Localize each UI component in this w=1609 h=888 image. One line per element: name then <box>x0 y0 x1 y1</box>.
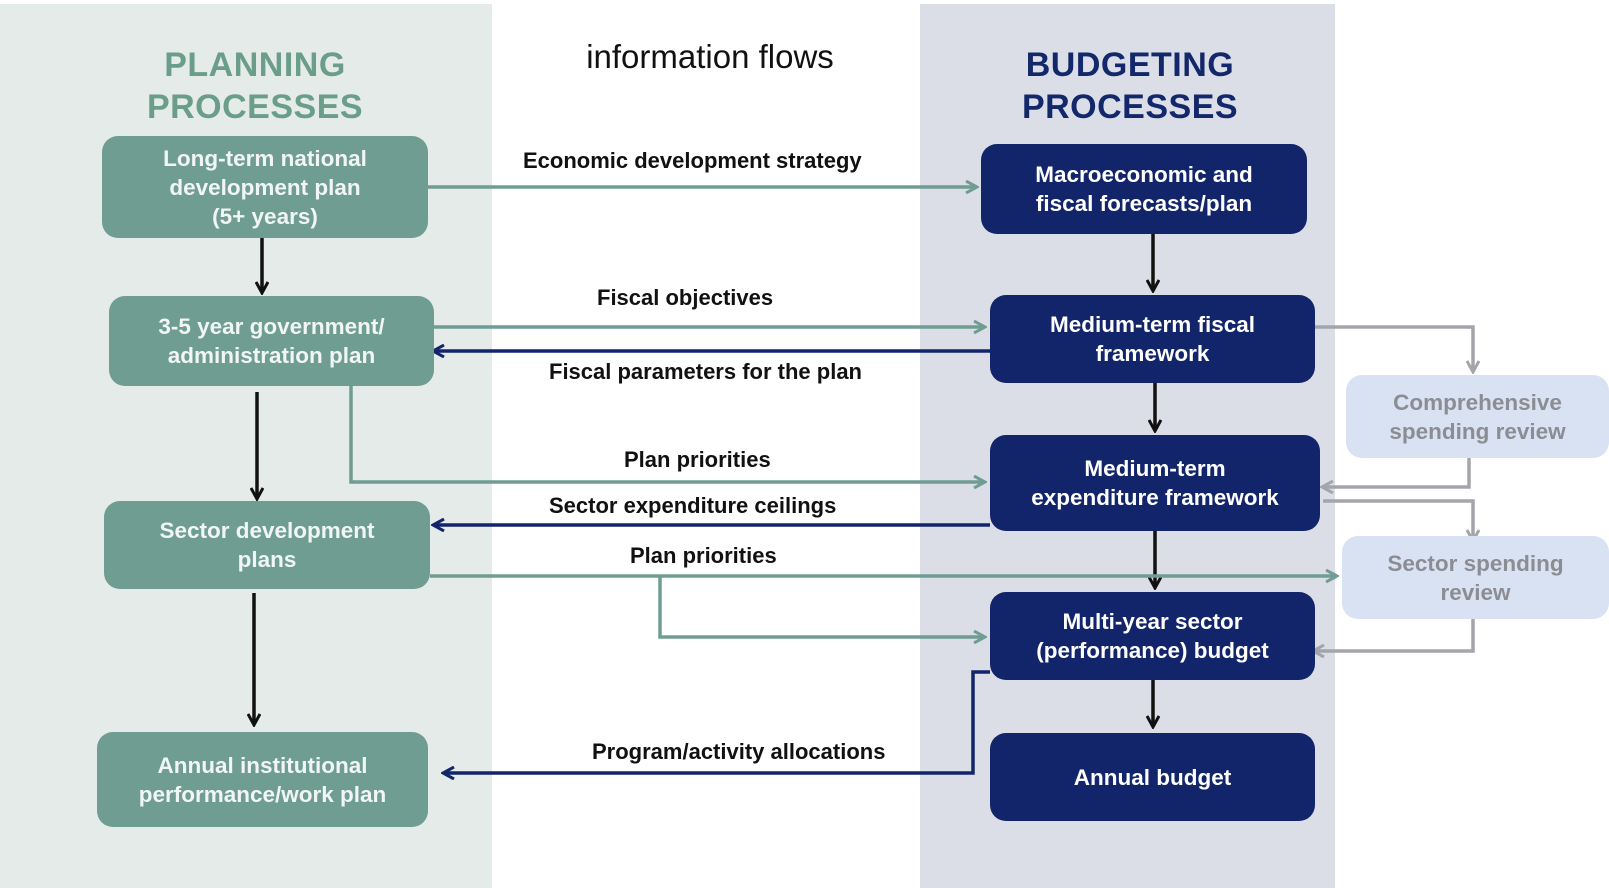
box-line: Long-term national <box>163 145 367 171</box>
box-line: expenditure framework <box>1031 485 1279 510</box>
flow-label-plan-priorities-1: Plan priorities <box>624 447 771 472</box>
box-line: plans <box>237 547 297 572</box>
box-line: Annual budget <box>1073 764 1232 790</box>
macroeconomic-box: Macroeconomic and fiscal forecasts/plan <box>981 144 1307 234</box>
box-line: 3-5 year government/ <box>158 314 385 339</box>
medium-term-expenditure-box: Medium-term expenditure framework <box>990 435 1320 531</box>
arrow-sector-review-to-multiyear <box>1314 618 1475 651</box>
arrow-comprehensive-to-mtef <box>1323 456 1471 487</box>
planning-heading-line: PROCESSES <box>146 88 364 126</box>
budgeting-heading-line: BUDGETING <box>1025 46 1235 84</box>
government-plan-box: 3-5 year government/ administration plan <box>109 296 434 386</box>
information-flows-heading: information flows <box>586 38 834 75</box>
box-line: spending review <box>1389 418 1566 444</box>
comprehensive-review-box: Comprehensive spending review <box>1346 375 1609 458</box>
budgeting-heading: BUDGETING PROCESSES <box>965 44 1295 128</box>
annual-budget-box: Annual budget <box>990 733 1315 821</box>
box-line: Sector spending <box>1387 550 1564 576</box>
annual-institutional-box: Annual institutional performance/work pl… <box>97 732 428 827</box>
planning-heading: PLANNING PROCESSES <box>90 44 420 128</box>
box-line: Medium-term <box>1084 456 1226 481</box>
arrow-plan-priorities-1 <box>349 386 984 482</box>
multi-year-budget-box: Multi-year sector (performance) budget <box>990 592 1315 680</box>
arrow-plan-priorities-branch <box>658 576 984 637</box>
arrow-program-allocations <box>444 670 990 773</box>
box-line: (5+ years) <box>212 203 318 229</box>
box-line: Multi-year sector <box>1062 609 1243 634</box>
box-line: Sector development <box>159 518 375 543</box>
box-line: Comprehensive <box>1393 389 1562 415</box>
box-line: fiscal forecasts/plan <box>1035 191 1253 216</box>
flow-label-fiscal-objectives: Fiscal objectives <box>597 285 774 310</box>
flow-label-fiscal-parameters: Fiscal parameters for the plan <box>549 359 862 384</box>
box-line: performance/work plan <box>138 781 387 807</box>
planning-heading-line: PLANNING <box>164 46 346 84</box>
flow-label-economic-strategy: Economic development strategy <box>523 148 862 173</box>
box-line: Medium-term fiscal <box>1049 312 1256 337</box>
box-line: Macroeconomic and <box>1035 162 1253 187</box>
box-line: Annual institutional <box>157 752 368 778</box>
box-line: (performance) budget <box>1036 638 1269 663</box>
sector-development-box: Sector development plans <box>104 501 430 589</box>
box-line: framework <box>1095 341 1210 366</box>
flow-label-plan-priorities-2: Plan priorities <box>630 543 777 568</box>
long-term-plan-box: Long-term national development plan (5+ … <box>102 136 428 238</box>
arrow-mtff-to-comprehensive <box>1315 325 1473 371</box>
box-line: development plan <box>169 174 361 200</box>
sector-review-box: Sector spending review <box>1342 536 1609 619</box>
medium-term-fiscal-box: Medium-term fiscal framework <box>990 295 1315 383</box>
flow-label-sector-ceilings: Sector expenditure ceilings <box>549 493 837 518</box>
flow-label-program-allocations: Program/activity allocations <box>592 739 886 764</box>
box-line: administration plan <box>167 343 376 368</box>
box-line: review <box>1440 579 1511 605</box>
arrow-mtef-to-sector-review <box>1323 499 1473 540</box>
budgeting-heading-line: PROCESSES <box>1021 88 1239 126</box>
